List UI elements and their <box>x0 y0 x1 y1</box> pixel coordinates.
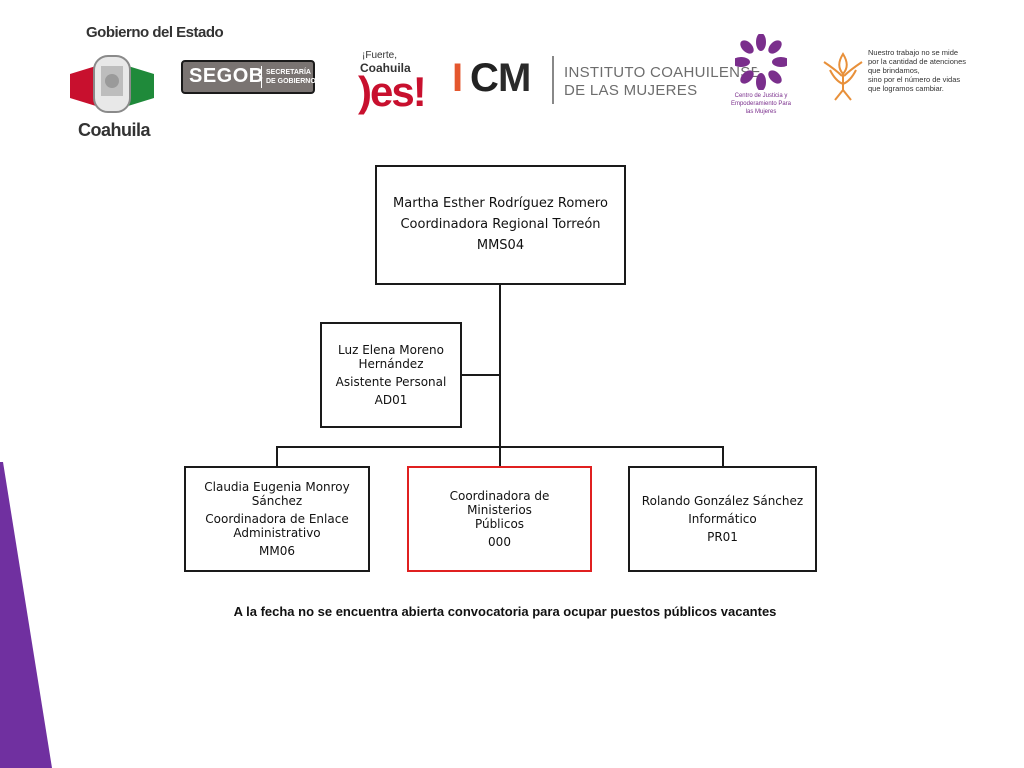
left-name-1: Claudia Eugenia Monroy <box>204 480 350 494</box>
org-box-head: Martha Esther Rodríguez Romero Coordinad… <box>375 165 626 285</box>
icm-letter-i: I <box>452 56 463 100</box>
icm-divider <box>552 56 554 104</box>
assistant-name-2: Hernández <box>358 357 424 371</box>
icm-letter-c: C <box>470 56 499 100</box>
org-box-assistant: Luz Elena Moreno Hernández Asistente Per… <box>320 322 462 428</box>
right-title: Informático <box>688 512 757 526</box>
assistant-code: AD01 <box>374 393 408 407</box>
nuestro-trabajo-line: Nuestro trabajo no se mide <box>868 48 959 57</box>
gobierno-coahuila-logo: Gobierno del Estado Coahuila <box>68 24 224 140</box>
segob-background <box>181 60 315 94</box>
right-name: Rolando González Sánchez <box>641 494 804 508</box>
connector-left-drop <box>276 446 278 467</box>
nuestro-trabajo-logo: Nuestro trabajo no se mide por la cantid… <box>820 48 970 104</box>
fuerte-logo-line1: ¡Fuerte, <box>362 50 398 61</box>
icm-letter-m: M <box>498 56 531 100</box>
gobierno-logo-line1: Gobierno del Estado <box>86 24 224 41</box>
fuerte-logo-line3: )es! <box>358 68 427 115</box>
center-code: 000 <box>488 535 511 549</box>
segob-title: SEGOB <box>189 65 264 87</box>
segob-subtitle-1: SECRETARÍA <box>266 69 311 76</box>
left-name-2: Sánchez <box>251 494 303 508</box>
center-title-2: Públicos <box>474 517 525 531</box>
purple-flower-icon <box>735 34 787 90</box>
centro-justicia-logo: Centro de Justicia y Empoderamiento Para… <box>728 34 794 120</box>
org-box-informatico: Rolando González Sánchez Informático PR0… <box>628 466 817 572</box>
centro-justicia-text: Centro de Justicia y Empoderamiento Para… <box>730 93 792 115</box>
org-box-ministerios-publicos: Coordinadora de Ministerios Públicos 000 <box>407 466 592 572</box>
head-code: MMS04 <box>476 238 525 253</box>
left-title-1: Coordinadora de Enlace <box>205 512 349 526</box>
segob-logo: SEGOB SECRETARÍA DE GOBIERNO <box>181 60 316 94</box>
segob-separator <box>261 66 262 88</box>
left-title-2: Administrativo <box>233 526 321 540</box>
icm-logo: I C M INSTITUTO COAHUILENSE DE LAS MUJER… <box>452 54 761 106</box>
segob-subtitle-2: DE GOBIERNO <box>266 78 316 85</box>
connector-right-drop <box>722 446 724 467</box>
assistant-title: Asistente Personal <box>335 375 447 389</box>
connector-assistant <box>461 374 501 376</box>
nuestro-trabajo-text: Nuestro trabajo no se mide por la cantid… <box>868 48 966 93</box>
fuerte-logo-line2: Coahuila <box>360 61 411 75</box>
nuestro-trabajo-line: por la cantidad de atenciones <box>868 57 966 66</box>
fuerte-coahuila-logo: ¡Fuerte, Coahuila )es! <box>346 50 427 122</box>
left-code: MM06 <box>259 544 295 558</box>
assistant-name-1: Luz Elena Moreno <box>338 343 444 357</box>
coat-of-arms-icon <box>70 55 154 113</box>
gobierno-logo-line2: Coahuila <box>78 120 151 140</box>
connector-center-drop <box>499 446 501 467</box>
nuestro-trabajo-line: que brindamos, <box>868 66 920 75</box>
icm-name-line2: DE LAS MUJERES <box>564 82 698 99</box>
orange-figure-icon <box>823 52 863 101</box>
connector-head-trunk <box>499 284 501 448</box>
icm-name-line1: INSTITUTO COAHUILENSE <box>564 64 761 81</box>
right-code: PR01 <box>707 530 738 544</box>
vacancy-note: A la fecha no se encuentra abierta convo… <box>233 604 777 619</box>
nuestro-trabajo-line: que logramos cambiar. <box>868 84 944 93</box>
head-name: Martha Esther Rodríguez Romero <box>393 196 608 211</box>
head-title: Coordinadora Regional Torreón <box>400 217 601 232</box>
org-box-enlace-administrativo: Claudia Eugenia Monroy Sánchez Coordinad… <box>184 466 370 572</box>
nuestro-trabajo-line: sino por el número de vidas <box>868 75 961 84</box>
center-title-1: Coordinadora de Ministerios <box>449 489 550 517</box>
